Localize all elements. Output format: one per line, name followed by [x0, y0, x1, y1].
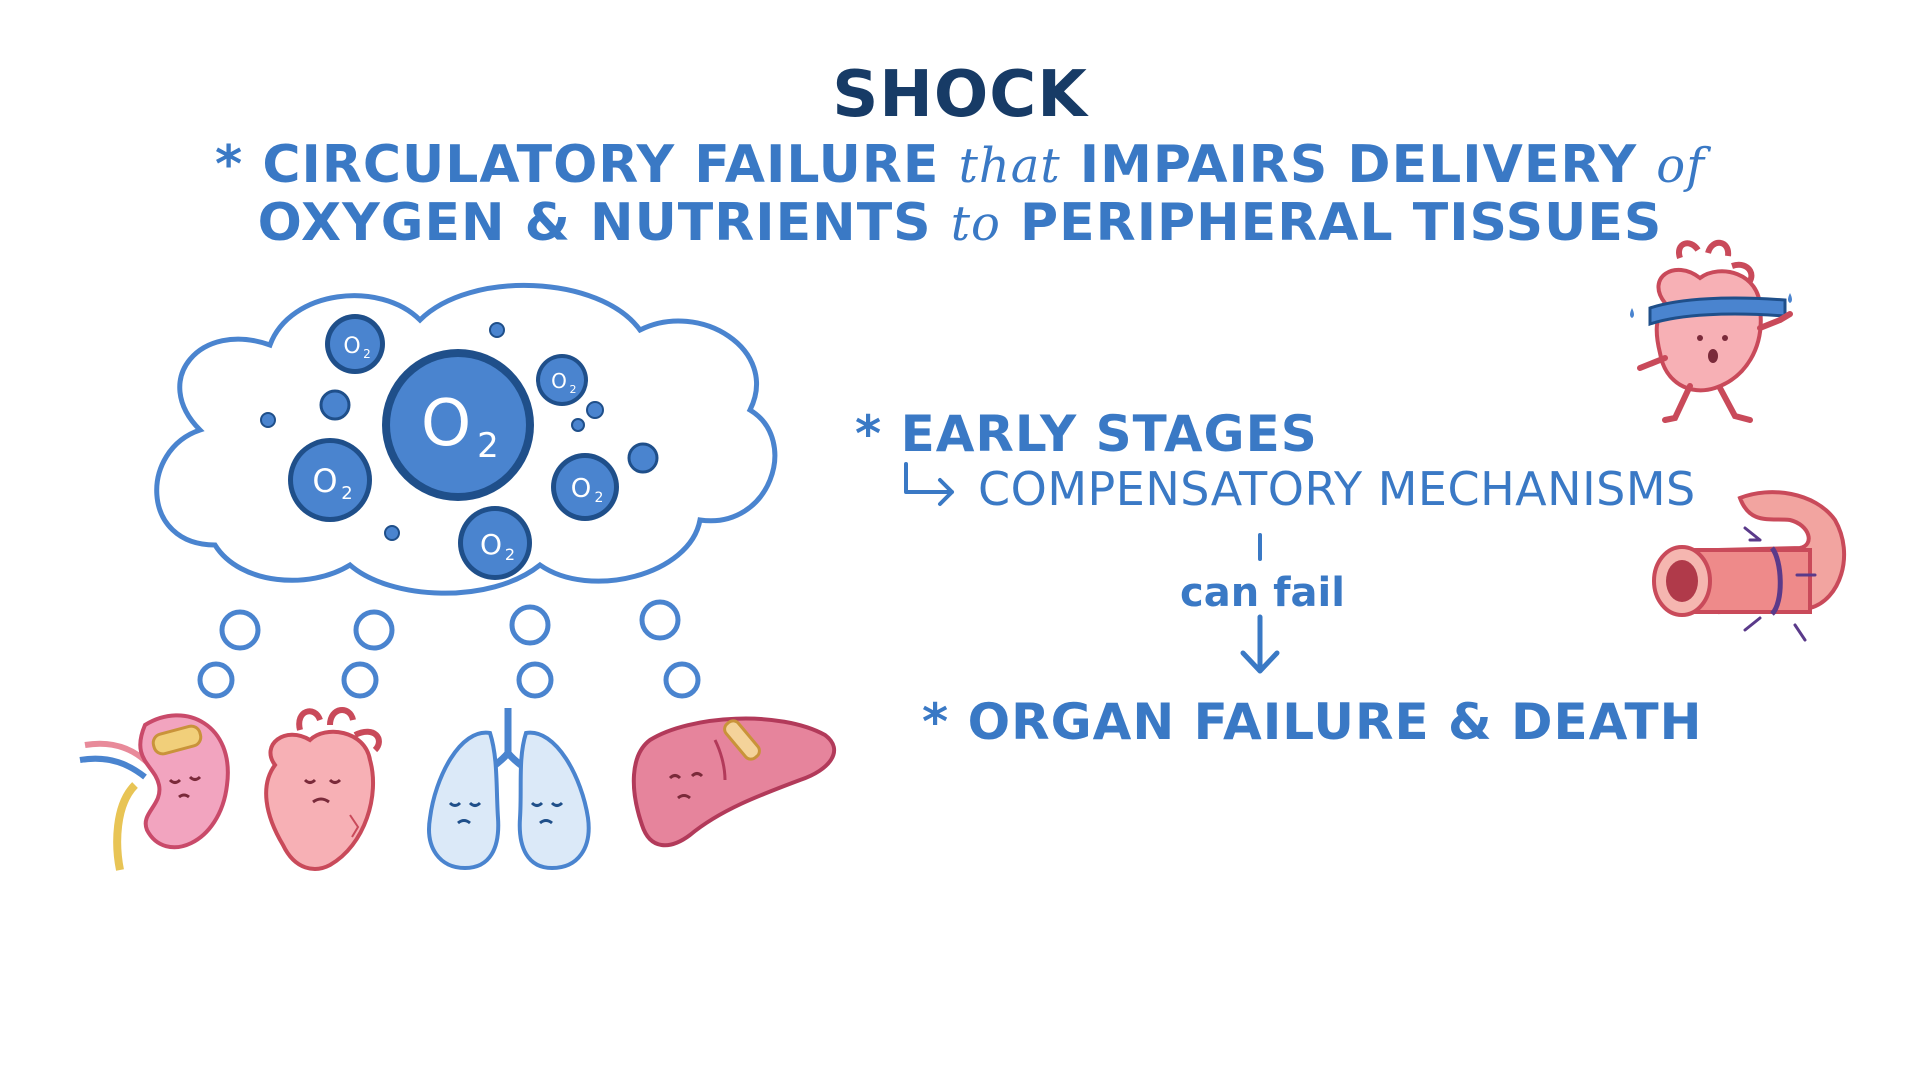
oxygen-bubble-icon: O 2 — [458, 506, 532, 580]
cloud-outline — [154, 282, 778, 596]
o2-label: O — [551, 369, 567, 393]
page-title: SHOCK — [832, 58, 1088, 132]
o2-subscript: 2 — [363, 347, 371, 361]
definition-text: that — [958, 138, 1061, 194]
o2-subscript: 2 — [595, 490, 604, 506]
organ-failure-item: * ORGAN FAILURE & DEATH — [922, 693, 1702, 751]
oxygen-bubble-icon: O 2 — [288, 438, 372, 522]
o2-label: O — [343, 334, 360, 359]
oxygen-bubble-icon: O 2 — [551, 453, 619, 521]
compensatory-mechanisms-label: COMPENSATORY MECHANISMS — [978, 462, 1696, 516]
definition-text: PERIPHERAL TISSUES — [1020, 193, 1663, 253]
early-stages-item: * EARLY STAGES — [855, 405, 1318, 463]
o2-subscript: 2 — [477, 426, 499, 466]
definition-text: of — [1656, 138, 1705, 194]
bullet-star: * — [215, 135, 244, 195]
definition-text: to — [950, 196, 1001, 252]
definition-line-1: * CIRCULATORY FAILURE that IMPAIRS DELIV… — [0, 135, 1920, 195]
liver-icon — [631, 716, 837, 848]
o2-label: O — [421, 387, 471, 461]
organ-failure-label: ORGAN FAILURE & DEATH — [967, 693, 1703, 751]
oxygen-bubble-icon: O 2 — [382, 349, 534, 501]
definition-text: CIRCULATORY FAILURE — [262, 135, 940, 195]
o2-subscript: 2 — [505, 545, 515, 564]
o2-label: O — [312, 462, 337, 500]
kidney-icon — [79, 713, 230, 871]
lungs-icon — [427, 708, 591, 871]
definition-text: IMPAIRS DELIVERY — [1079, 135, 1638, 195]
o2-subscript: 2 — [570, 383, 577, 396]
o2-label: O — [480, 528, 502, 561]
blood-vessel-icon — [1652, 490, 1846, 642]
bullet-star: * — [922, 693, 950, 751]
bullet-star: * — [855, 405, 883, 463]
oxygen-bubble-icon: O 2 — [536, 354, 588, 406]
o2-label: O — [571, 474, 591, 504]
connector-line — [1258, 533, 1262, 561]
heart-icon — [264, 707, 382, 871]
hook-arrow-icon — [904, 462, 954, 506]
definition-line-2: OXYGEN & NUTRIENTS to PERIPHERAL TISSUES — [0, 193, 1920, 253]
definition-text: OXYGEN & NUTRIENTS — [257, 193, 932, 253]
can-fail-label: can fail — [1180, 570, 1345, 616]
arrow-down-icon — [1240, 614, 1280, 674]
running-heart-icon — [1630, 239, 1793, 423]
o2-subscript: 2 — [341, 483, 352, 504]
oxygen-bubble-icon: O 2 — [325, 314, 385, 374]
early-stages-label: EARLY STAGES — [900, 405, 1318, 463]
